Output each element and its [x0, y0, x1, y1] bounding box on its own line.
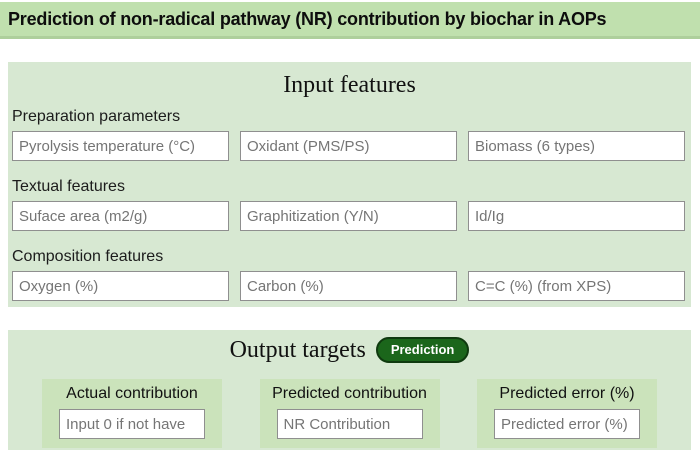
target-panel-actual-contribution: Actual contribution — [42, 379, 222, 448]
output-targets-heading: Output targets — [229, 337, 366, 363]
composition-field-row — [10, 271, 689, 301]
target-panel-predicted-error: Predicted error (%) — [477, 379, 657, 448]
oxidant-input[interactable] — [240, 131, 457, 161]
predicted-error-input[interactable] — [494, 409, 640, 439]
graphitization-input[interactable] — [240, 201, 457, 231]
cc-xps-input[interactable] — [468, 271, 685, 301]
actual-contribution-label: Actual contribution — [66, 385, 198, 402]
oxygen-input[interactable] — [12, 271, 229, 301]
biomass-input[interactable] — [468, 131, 685, 161]
prediction-button[interactable]: Prediction — [375, 337, 470, 363]
group-preparation-parameters: Preparation parameters — [8, 108, 691, 161]
textual-field-row — [10, 201, 689, 231]
pyrolysis-temperature-input[interactable] — [12, 131, 229, 161]
composition-features-label: Composition features — [12, 248, 164, 265]
target-panel-predicted-contribution: Predicted contribution — [259, 379, 440, 448]
output-targets-section: Output targets Prediction Actual contrib… — [8, 330, 691, 450]
surface-area-input[interactable] — [12, 201, 229, 231]
predicted-error-label: Predicted error (%) — [499, 385, 635, 402]
output-heading-row: Output targets Prediction — [8, 330, 691, 365]
textual-features-label: Textual features — [12, 178, 125, 195]
actual-contribution-input[interactable] — [59, 409, 205, 439]
preparation-parameters-label: Preparation parameters — [12, 108, 181, 125]
page-title: Prediction of non-radical pathway (NR) c… — [8, 8, 607, 29]
input-features-heading: Input features — [283, 72, 416, 98]
title-bar: Prediction of non-radical pathway (NR) c… — [0, 2, 700, 39]
id-ig-input[interactable] — [468, 201, 685, 231]
predicted-contribution-label: Predicted contribution — [272, 385, 427, 402]
group-textual-features: Textual features — [8, 178, 691, 231]
carbon-input[interactable] — [240, 271, 457, 301]
group-composition-features: Composition features — [8, 248, 691, 301]
preparation-field-row — [10, 131, 689, 161]
predicted-contribution-input[interactable] — [276, 409, 423, 439]
input-features-section: Input features Preparation parameters Te… — [8, 62, 691, 307]
targets-row: Actual contribution Predicted contributi… — [8, 379, 691, 448]
